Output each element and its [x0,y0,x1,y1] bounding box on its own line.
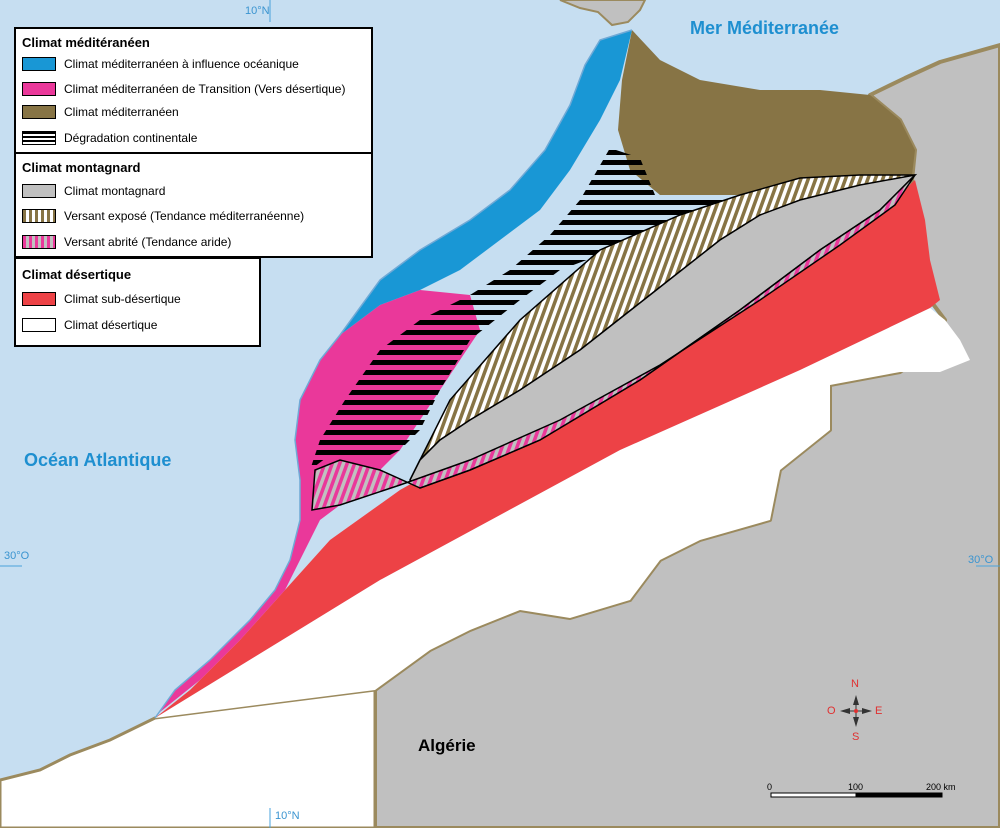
legend-mediterranean: Climat méditéranéen Climat méditerranéen… [14,27,373,154]
legend-label: Climat montagnard [64,184,166,198]
legend-label: Versant exposé (Tendance méditerranéenne… [64,209,305,223]
graticule-lon-bottom: 10°N [275,810,300,822]
legend-item-sheltered-slope: Versant abrité (Tendance aride) [22,233,231,251]
scale-bar [770,792,943,798]
legend-label: Climat sub-désertique [64,292,181,306]
compass-east: E [875,705,883,717]
legend-label: Dégradation continentale [64,131,198,145]
compass-rose [840,695,872,727]
zone-subdesert [155,180,940,718]
scale-tick-100: 100 [848,782,864,792]
legend-mediterranean-title: Climat méditéranéen [22,35,150,50]
legend-desert: Climat désertique Climat sub-désertique … [14,257,261,347]
legend-item-exposed-slope: Versant exposé (Tendance méditerranéenne… [22,207,304,225]
swatch-desert [22,318,56,332]
zone-continental [310,148,740,470]
compass-west: O [827,705,836,717]
swatch-mountain [22,184,56,198]
atlantic-ocean-label: Océan Atlantique [24,450,172,470]
compass-south: S [852,731,860,743]
swatch-oceanic [22,57,56,71]
legend-item-subdesert: Climat sub-désertique [22,290,181,308]
zone-mediterranean [618,30,915,195]
swatch-mediterranean [22,105,56,119]
algeria-label: Algérie [418,736,476,755]
swatch-continental [22,131,56,145]
zone-sheltered-slope [311,174,916,511]
spain-land [559,0,647,27]
graticule-lat-right: 30°O [968,554,994,566]
mediterranean-sea-label: Mer Méditerranée [690,18,840,38]
legend-item-mediterranean: Climat méditerranéen [22,103,179,121]
compass-north: N [851,678,859,690]
legend-item-desert: Climat désertique [22,316,157,334]
legend-label: Versant abrité (Tendance aride) [64,235,232,249]
legend-mountain: Climat montagnard Climat montagnard Vers… [14,152,373,258]
coastline [154,29,633,719]
swatch-sheltered-slope [22,235,56,249]
swatch-subdesert [22,292,56,306]
zone-oceanic [340,30,632,335]
graticule-lon-top: 10°N [245,5,270,17]
scale-tick-0: 0 [767,782,773,792]
scale-tick-200: 200 km [926,782,956,792]
graticule-lat-left: 30°O [4,550,30,562]
legend-label: Climat méditerranéen de Transition (Vers… [64,82,346,96]
zone-desert [155,308,970,718]
swatch-transition [22,82,56,96]
swatch-exposed-slope [22,209,56,223]
legend-label: Climat désertique [64,318,158,332]
legend-mountain-title: Climat montagnard [22,160,141,175]
legend-item-transition: Climat méditerranéen de Transition (Vers… [22,80,345,98]
legend-item-continental: Dégradation continentale [22,129,197,147]
legend-label: Climat méditerranéen [64,105,179,119]
legend-item-oceanic: Climat méditerranéen à influence océaniq… [22,55,299,73]
legend-label: Climat méditerranéen à influence océaniq… [64,57,299,71]
legend-desert-title: Climat désertique [22,267,132,282]
legend-item-mountain: Climat montagnard [22,182,165,200]
